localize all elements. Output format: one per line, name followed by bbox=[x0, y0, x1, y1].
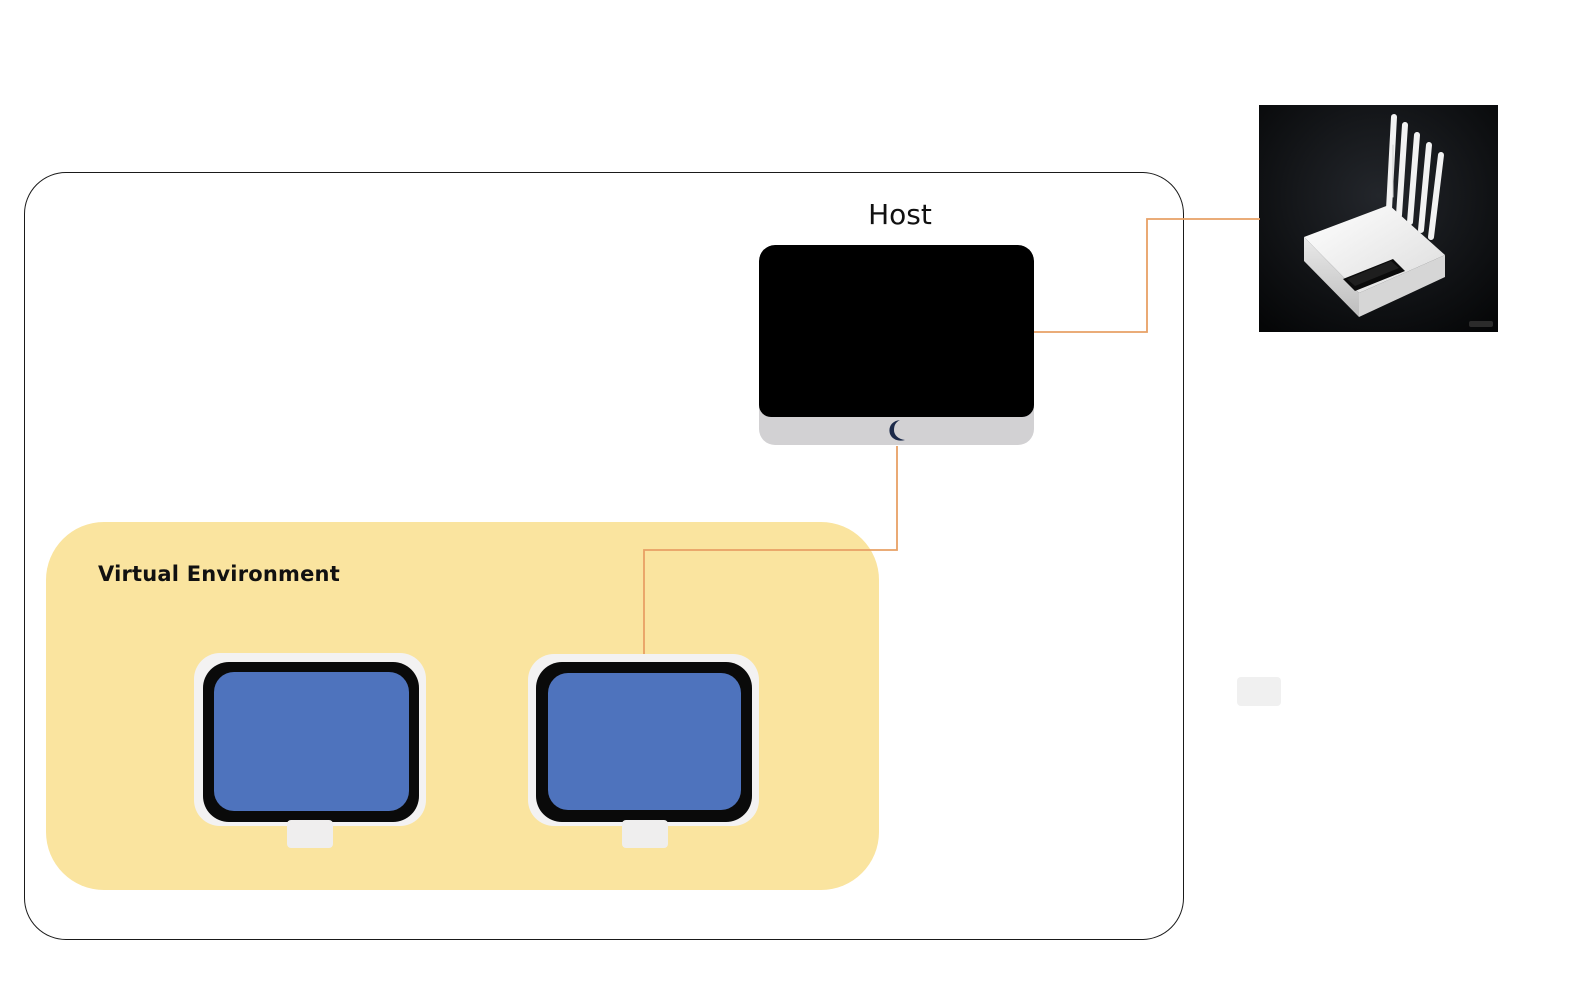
host-boundary bbox=[24, 172, 1184, 940]
host-label: Host bbox=[868, 198, 932, 231]
vm-1-stand bbox=[287, 820, 333, 848]
wifi-router-icon bbox=[1259, 105, 1498, 332]
host-monitor-icon bbox=[759, 245, 1034, 445]
vm-2-screen bbox=[548, 673, 741, 810]
vm-2-stand bbox=[622, 820, 668, 848]
host-screen bbox=[759, 245, 1034, 417]
moon-logo-icon bbox=[889, 420, 905, 441]
vm-1-screen bbox=[214, 672, 409, 811]
virtual-environment-label: Virtual Environment bbox=[98, 562, 340, 586]
placeholder-box bbox=[1237, 677, 1281, 706]
